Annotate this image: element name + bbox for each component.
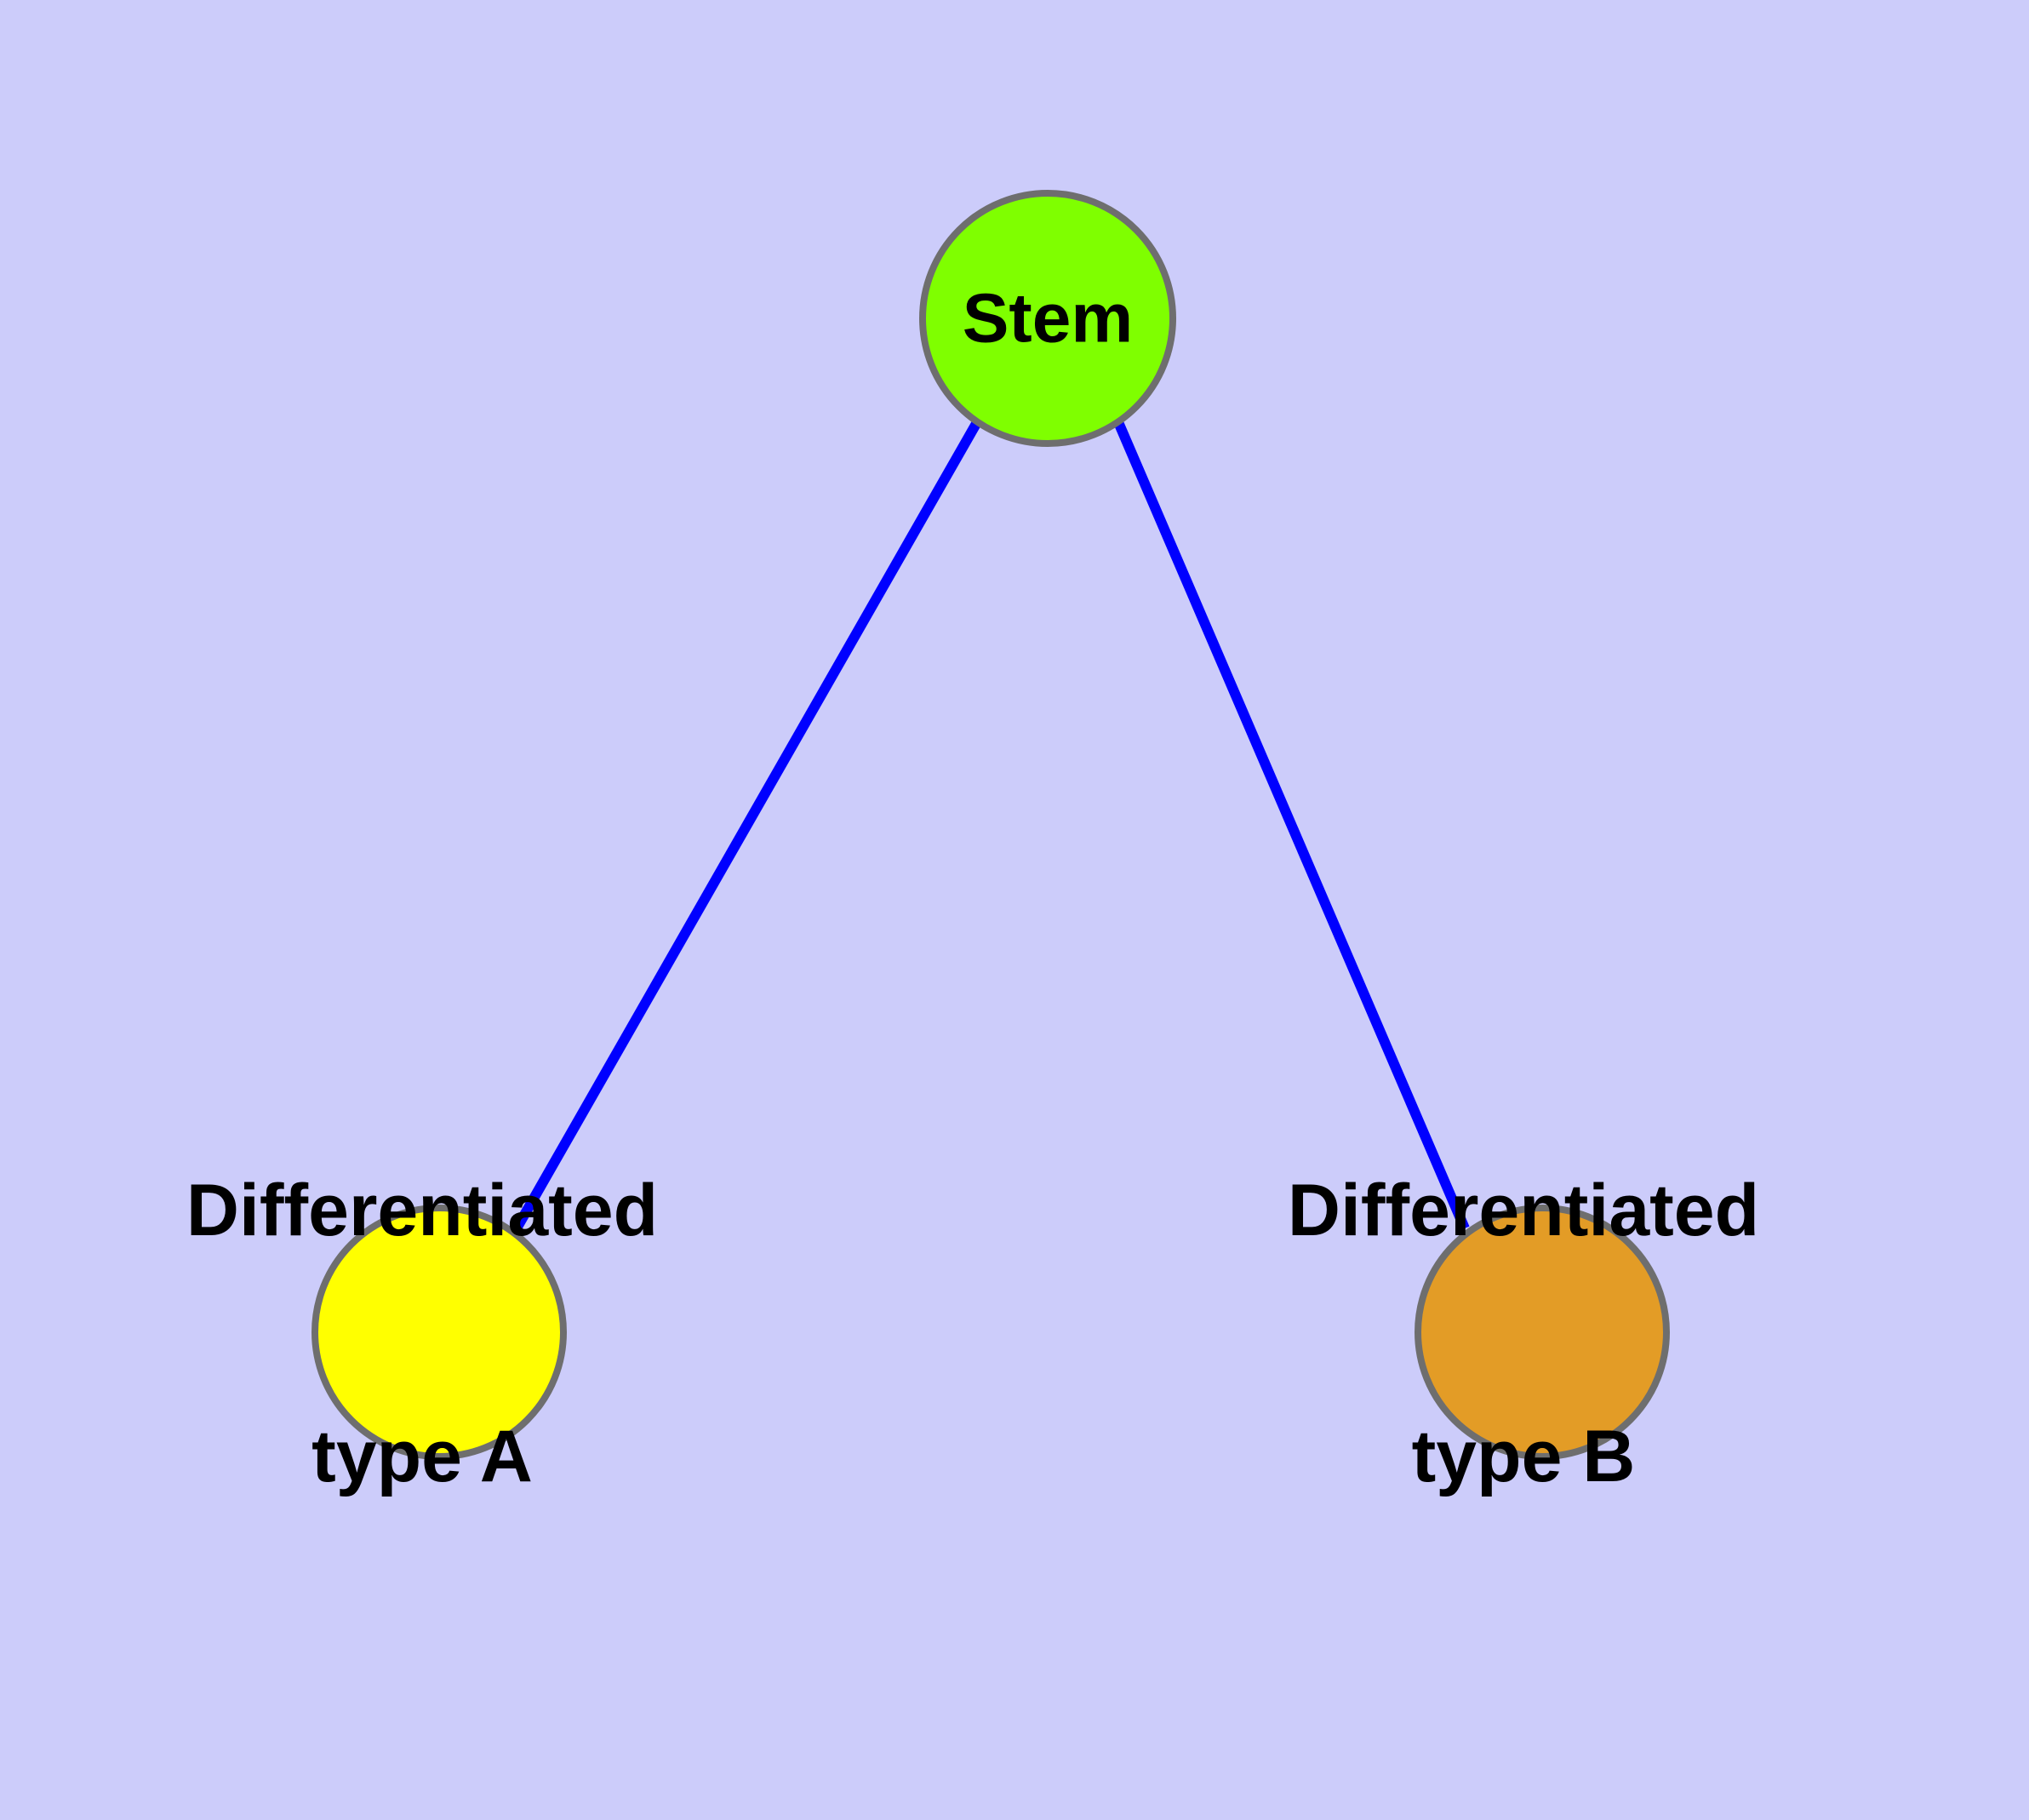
edge-stem-to-type-a[interactable] <box>512 420 982 1231</box>
node-differentiated-type-b[interactable] <box>1415 1205 1670 1460</box>
edge-layer <box>512 420 1470 1231</box>
node-stem[interactable] <box>919 190 1176 447</box>
edge-stem-to-type-b[interactable] <box>1113 420 1470 1231</box>
node-layer <box>311 190 1670 1460</box>
node-differentiated-type-a[interactable] <box>311 1205 567 1460</box>
